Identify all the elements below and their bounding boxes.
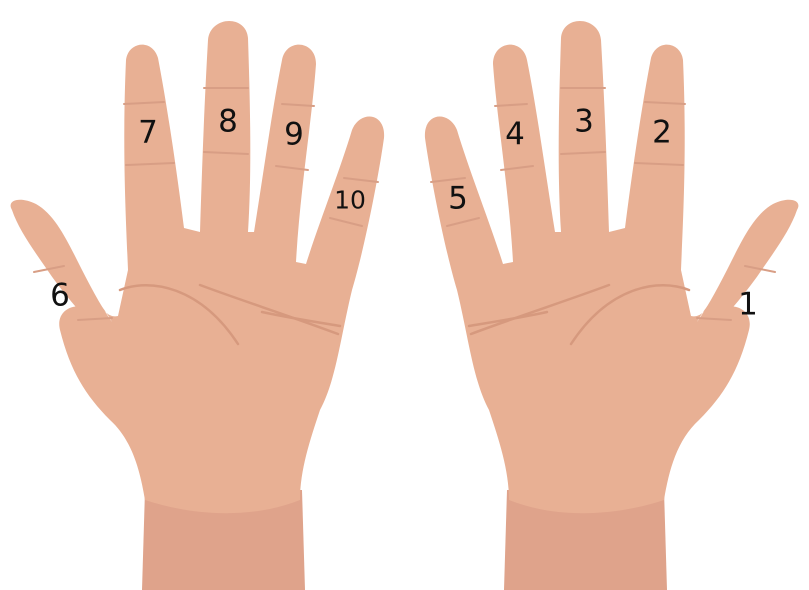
right-index-label: 2 [652, 114, 672, 151]
left-pinky-label: 10 [334, 185, 366, 215]
left-thumb-label: 6 [50, 277, 70, 314]
right-thumb-label: 1 [738, 286, 758, 323]
left-hand [10, 20, 385, 590]
left-middle-label: 8 [218, 103, 238, 140]
left-thumb [10, 199, 113, 330]
right-wrist [504, 490, 667, 590]
left-index-label: 7 [138, 114, 158, 151]
left-wrist [142, 490, 305, 590]
right-thumb [697, 199, 799, 330]
right-hand [424, 20, 799, 590]
right-middle-label: 3 [574, 103, 594, 140]
right-palm [424, 20, 797, 514]
left-ring-label: 9 [284, 116, 304, 153]
left-palm [12, 20, 385, 514]
right-ring-label: 4 [505, 116, 525, 153]
right-pinky-label: 5 [448, 180, 468, 217]
